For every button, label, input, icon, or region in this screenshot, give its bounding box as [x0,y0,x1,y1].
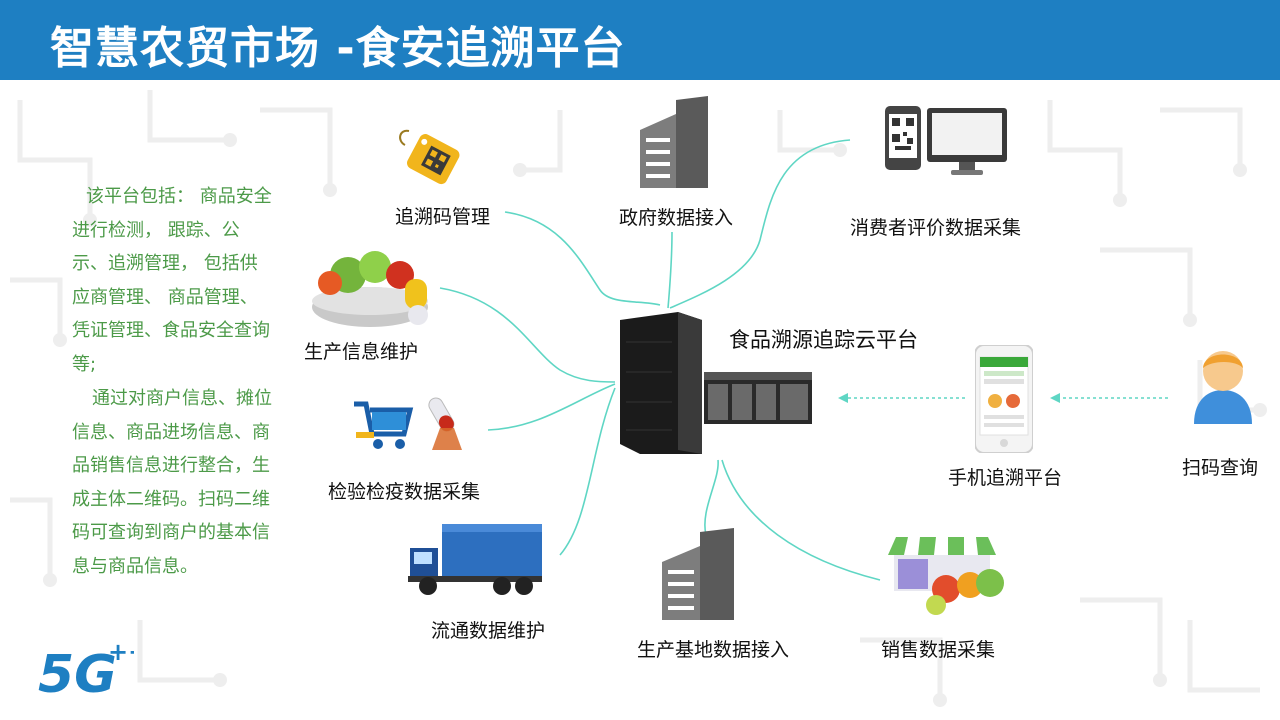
price-tag-icon [395,125,465,190]
connector-logistics [559,387,616,556]
label-sales-data: 销售数据采集 [881,639,996,661]
smartphone-icon [975,345,1033,453]
label-scan-query: 扫码查询 [1182,457,1259,479]
label-gov-data: 政府数据接入 [619,207,734,229]
svg-text:5G: 5G [38,645,117,698]
label-trace-code: 追溯码管理 [395,206,491,228]
server-icon [620,312,815,457]
test-tube-icon [418,390,478,454]
label-consumer-eval: 消费者评价数据采集 [850,217,1022,239]
description-paragraph-1: 该平台包括： 商品安全进行检测， 跟踪、公示、追溯管理， 包括供应商管理、 商品… [72,186,272,375]
description-paragraph-2: 通过对商户信息、摊位信息、商品进场信息、商品销售信息进行整合，生成主体二维码。扫… [72,388,272,577]
label-inspection: 检验检疫数据采集 [328,481,481,503]
label-base-data: 生产基地数据接入 [637,639,790,661]
connector-consumer [669,139,851,309]
connector-gov [667,231,673,309]
qr-monitor-icon [885,106,1010,178]
label-production-info: 生产信息维护 [304,341,419,363]
svg-text:++: ++ [108,638,134,666]
market-stall-icon [888,527,1012,617]
label-mobile-platform: 手机追溯平台 [948,467,1063,489]
production-building-icon [658,528,738,620]
connector-production [439,287,616,383]
connector-base [704,459,719,536]
office-building-icon [636,96,712,188]
connector-trace-code [504,211,661,306]
shopping-cart-icon [352,398,414,452]
label-center-platform: 食品溯源追踪云平台 [729,328,918,352]
connector-sales [721,459,881,581]
5g-logo: 5G ++ [38,636,134,698]
user-avatar-icon [1192,344,1254,426]
page-title: 智慧农贸市场 -食安追溯平台 [50,23,626,74]
connector-inspection [487,383,616,431]
title-bar: 智慧农贸市场 -食安追溯平台 [0,0,1280,80]
vegetable-basket-icon [300,245,440,330]
delivery-truck-icon [406,520,544,598]
label-logistics: 流通数据维护 [431,620,546,642]
